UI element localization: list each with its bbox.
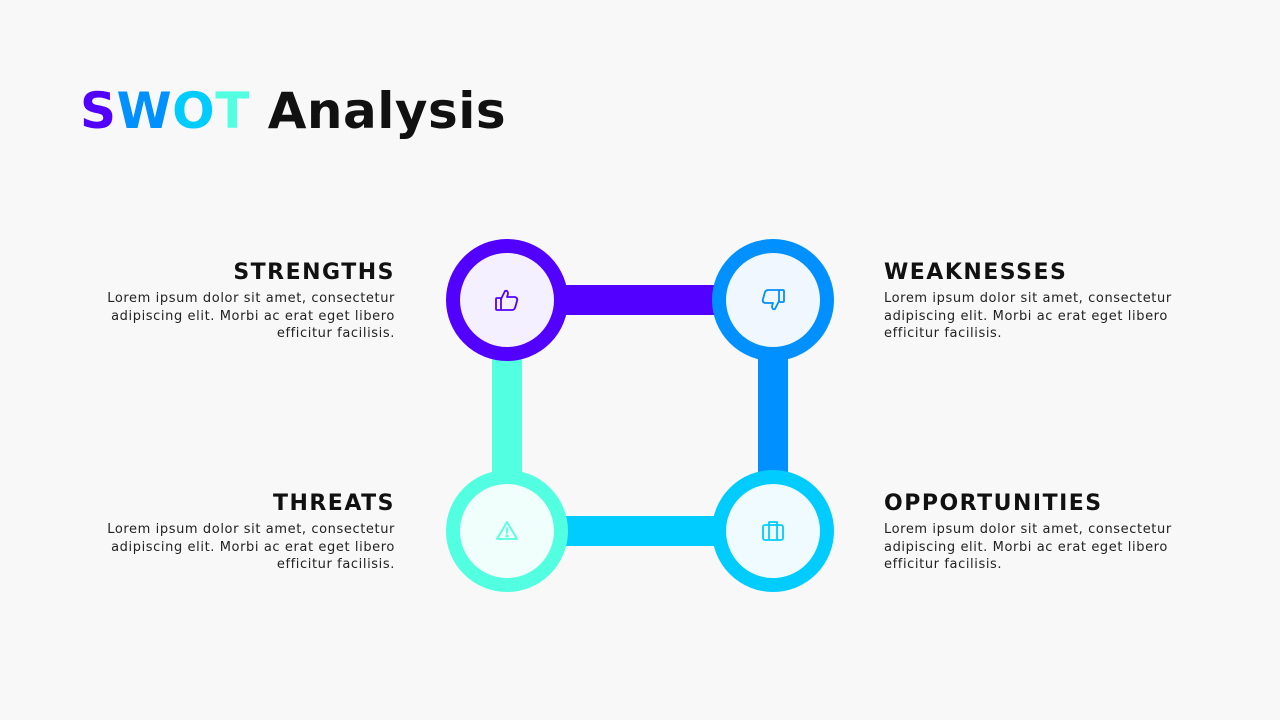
threats-block: THREATS Lorem ipsum dolor sit amet, cons… xyxy=(95,493,395,574)
threats-node xyxy=(446,470,568,592)
strengths-body: Lorem ipsum dolor sit amet, consectetur … xyxy=(107,291,395,341)
thumbs-up-icon xyxy=(495,289,519,311)
weaknesses-heading: WEAKNESSES xyxy=(884,260,1068,285)
weaknesses-node xyxy=(712,239,834,361)
warning-icon xyxy=(496,521,518,540)
page-title: SWOT Analysis xyxy=(80,86,506,136)
strengths-block: STRENGTHS Lorem ipsum dolor sit amet, co… xyxy=(95,262,395,343)
threats-body: Lorem ipsum dolor sit amet, consectetur … xyxy=(107,522,395,572)
threats-heading: THREATS xyxy=(272,491,395,516)
title-letter-o: O xyxy=(172,82,216,140)
title-letter-w: W xyxy=(116,82,173,140)
opportunities-node xyxy=(712,470,834,592)
weaknesses-block: WEAKNESSES Lorem ipsum dolor sit amet, c… xyxy=(884,262,1184,343)
opportunities-block: OPPORTUNITIES Lorem ipsum dolor sit amet… xyxy=(884,493,1184,574)
opportunities-body: Lorem ipsum dolor sit amet, consectetur … xyxy=(884,522,1172,572)
title-rest: Analysis xyxy=(249,82,507,140)
weaknesses-body: Lorem ipsum dolor sit amet, consectetur … xyxy=(884,291,1172,341)
thumbs-down-icon xyxy=(761,289,785,311)
opportunities-heading: OPPORTUNITIES xyxy=(884,491,1103,516)
strengths-node xyxy=(446,239,568,361)
briefcase-icon xyxy=(762,521,784,541)
title-letter-t: T xyxy=(215,82,250,140)
title-letter-s: S xyxy=(80,82,117,140)
strengths-heading: STRENGTHS xyxy=(233,260,395,285)
